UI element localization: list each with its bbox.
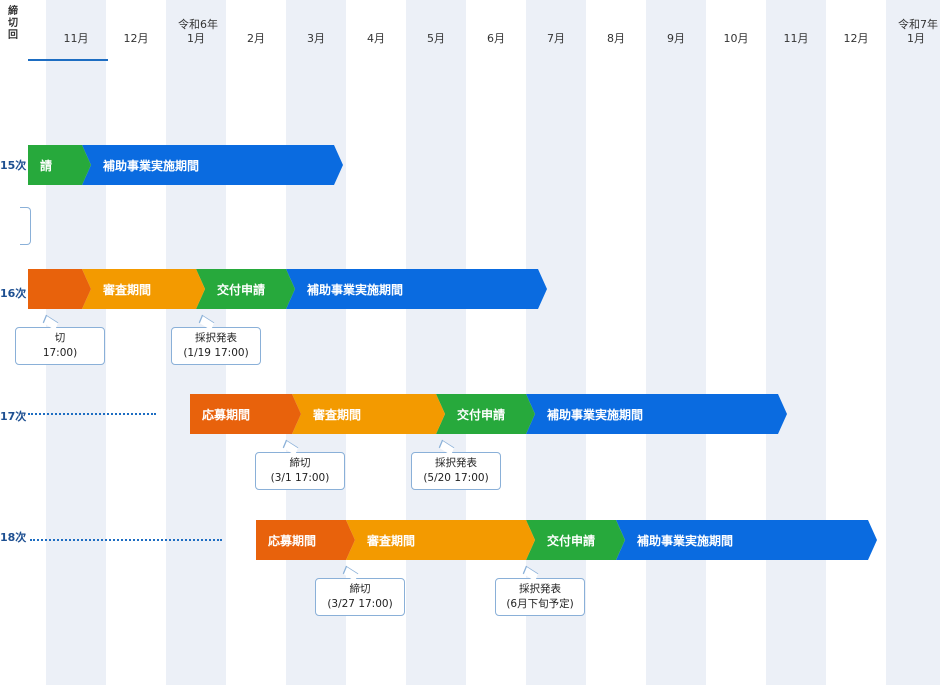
- month-stripe: [526, 0, 586, 685]
- era-label: 令和7年: [898, 18, 938, 31]
- month-label: 12月: [843, 32, 869, 45]
- month-label: 8月: [607, 32, 625, 45]
- phase-bar-implement: 補助事業実施期間: [526, 394, 787, 434]
- month-label: 4月: [367, 32, 385, 45]
- month-label: 7月: [547, 32, 565, 45]
- month-label: 2月: [247, 32, 265, 45]
- month-label: 5月: [427, 32, 445, 45]
- phase-label: 交付申請: [547, 533, 596, 548]
- phase-bar-recruit: 応募期間: [256, 520, 355, 560]
- callout-line2: (5/20 17:00): [423, 472, 489, 484]
- month-stripe: [766, 0, 826, 685]
- header-underline: [28, 59, 108, 61]
- phase-bar-review: 審査期間: [292, 394, 445, 434]
- month-stripe: [646, 0, 706, 685]
- milestone-callout: 締切 (3/1 17:00): [255, 439, 345, 490]
- round-label: 17次: [0, 410, 27, 423]
- phase-label: 審査期間: [367, 533, 416, 548]
- phase-label: 応募期間: [202, 407, 251, 422]
- callout-line2: 17:00): [42, 347, 78, 359]
- milestone-callout: 採択発表 (6月下旬予定): [495, 565, 585, 616]
- month-label: 1月: [187, 32, 205, 45]
- callout-line1: 採択発表: [435, 457, 477, 469]
- month-stripe: [406, 0, 466, 685]
- month-label: 1月: [907, 32, 925, 45]
- milestone-callout: 締切 (3/27 17:00): [315, 565, 405, 616]
- month-stripe: [886, 0, 940, 685]
- callout-line2: (3/27 17:00): [327, 598, 393, 610]
- callout-line1: 採択発表: [195, 332, 237, 344]
- phase-bar-review: 審査期間: [346, 520, 535, 560]
- phase-bar-recruit: [28, 269, 91, 309]
- callout-line1: 切: [54, 332, 66, 344]
- phase-bar-review: 審査期間: [82, 269, 205, 309]
- phase-label: 補助事業実施期間: [547, 407, 644, 422]
- phase-label: 補助事業実施期間: [307, 282, 404, 297]
- phase-bar-grant: 交付申請: [526, 520, 625, 560]
- phase-label: 応募期間: [268, 533, 317, 548]
- phase-bar-recruit: 応募期間: [190, 394, 301, 434]
- lead-dots: [30, 539, 222, 541]
- phase-bar-grant: 請: [28, 145, 91, 185]
- phase-label: 請: [40, 158, 53, 173]
- callout-line1: 締切: [289, 457, 311, 469]
- milestone-callout: 採択発表 (1/19 17:00): [171, 314, 261, 365]
- callout-pointer: [342, 565, 359, 582]
- corner-label: 締切回: [8, 6, 18, 41]
- phase-label: 交付申請: [457, 407, 506, 422]
- round-label: 16次: [0, 287, 27, 300]
- phase-bar-implement: 補助事業実施期間: [616, 520, 877, 560]
- callout-line2: (3/1 17:00): [270, 472, 330, 484]
- phase-label: 審査期間: [103, 282, 152, 297]
- milestone-callout: 切 17:00): [15, 314, 105, 365]
- month-label: 9月: [667, 32, 685, 45]
- callout-line2: (1/19 17:00): [183, 347, 249, 359]
- callout-fragment: [20, 207, 31, 245]
- milestone-callout: 採択発表 (5/20 17:00): [411, 439, 501, 490]
- lead-dots: [28, 413, 156, 415]
- callout-line1: 採択発表: [519, 583, 561, 595]
- month-label: 3月: [307, 32, 325, 45]
- callout-line1: 締切: [349, 583, 371, 595]
- month-label: 12月: [123, 32, 149, 45]
- round-label: 15次: [0, 159, 27, 172]
- phase-label: 審査期間: [313, 407, 362, 422]
- month-label: 11月: [63, 32, 89, 45]
- callout-line2: (6月下旬予定): [506, 598, 574, 610]
- phase-bar-grant: 交付申請: [196, 269, 295, 309]
- phase-bar-grant: 交付申請: [436, 394, 535, 434]
- phase-label: 補助事業実施期間: [637, 533, 734, 548]
- phase-bar-implement: 補助事業実施期間: [82, 145, 343, 185]
- month-stripe: [286, 0, 346, 685]
- month-label: 6月: [487, 32, 505, 45]
- round-label: 18次: [0, 531, 27, 544]
- phase-label: 交付申請: [217, 282, 266, 297]
- phase-label: 補助事業実施期間: [103, 158, 200, 173]
- month-label: 10月: [723, 32, 749, 45]
- era-label: 令和6年: [178, 18, 218, 31]
- month-label: 11月: [783, 32, 809, 45]
- phase-bar-implement: 補助事業実施期間: [286, 269, 547, 309]
